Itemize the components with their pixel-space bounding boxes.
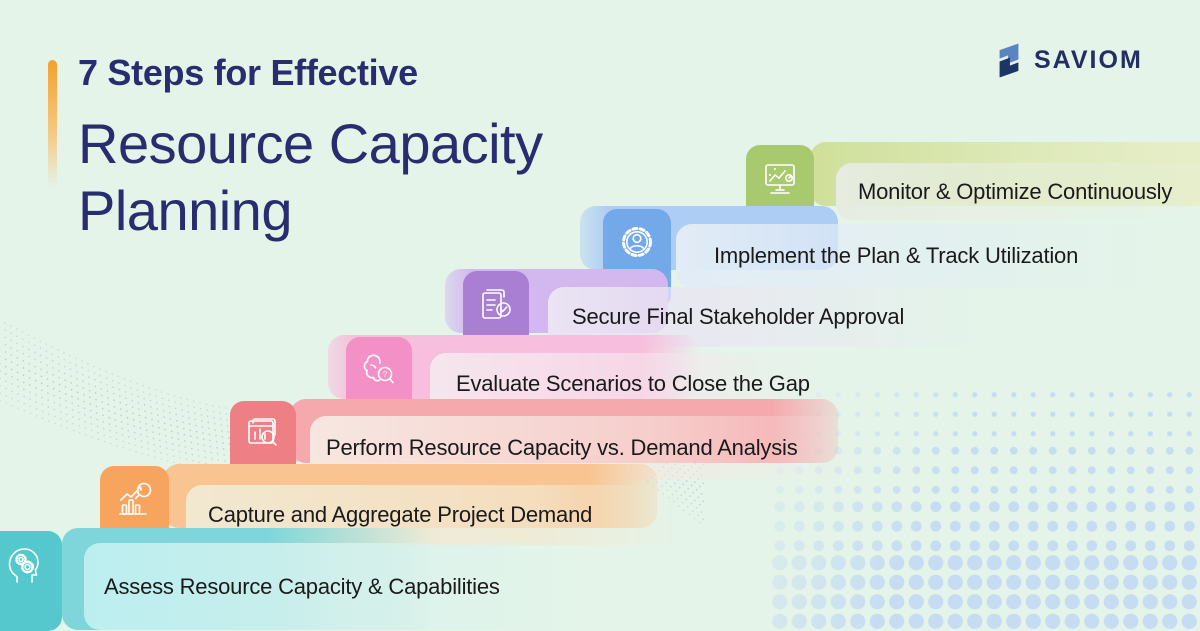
step-4-label: Evaluate Scenarios to Close the Gap — [456, 371, 810, 396]
step-2-label: Capture and Aggregate Project Demand — [208, 502, 593, 527]
page-title-line2: Planning — [78, 179, 292, 243]
gear-user-icon — [622, 227, 652, 257]
step-6-label-bar: Implement the Plan & Track Utilization — [676, 224, 1200, 288]
title-kicker: 7 Steps for Effective — [78, 52, 418, 93]
head-gears-icon — [8, 548, 39, 583]
step-5-label: Secure Final Stakeholder Approval — [572, 304, 905, 329]
window-chart-magnifier-icon — [248, 418, 277, 446]
halftone-row-large — [770, 497, 1200, 553]
brain-magnifier-icon: ? — [363, 354, 394, 384]
step-6-label: Implement the Plan & Track Utilization — [714, 243, 1079, 268]
saviom-logo: SAVIOM — [993, 42, 1143, 79]
svg-text:?: ? — [383, 370, 388, 379]
halftone-row-xlarge — [770, 553, 1200, 630]
saviom-logo-text: SAVIOM — [1034, 46, 1143, 74]
title-accent-bar — [48, 60, 57, 188]
step-1-label-bar: Assess Resource Capacity & Capabilities — [84, 543, 586, 630]
monitor-dashboard-icon — [765, 164, 795, 194]
step-7-label-bar: Monitor & Optimize Continuously — [836, 163, 1200, 220]
chart-magnifier-icon — [118, 482, 151, 515]
step-1-label: Assess Resource Capacity & Capabilities — [104, 573, 500, 599]
header-titles: 7 Steps for Effective Resource Capacity … — [78, 52, 543, 244]
step-1-tile — [0, 531, 62, 631]
saviom-logo-mark-icon — [999, 43, 1019, 78]
page-title-line1: Resource Capacity — [78, 112, 543, 175]
step-3-label: Perform Resource Capacity vs. Demand Ana… — [326, 435, 798, 460]
checklist-approval-icon — [482, 289, 511, 319]
step-7-label: Monitor & Optimize Continuously — [858, 178, 1173, 204]
